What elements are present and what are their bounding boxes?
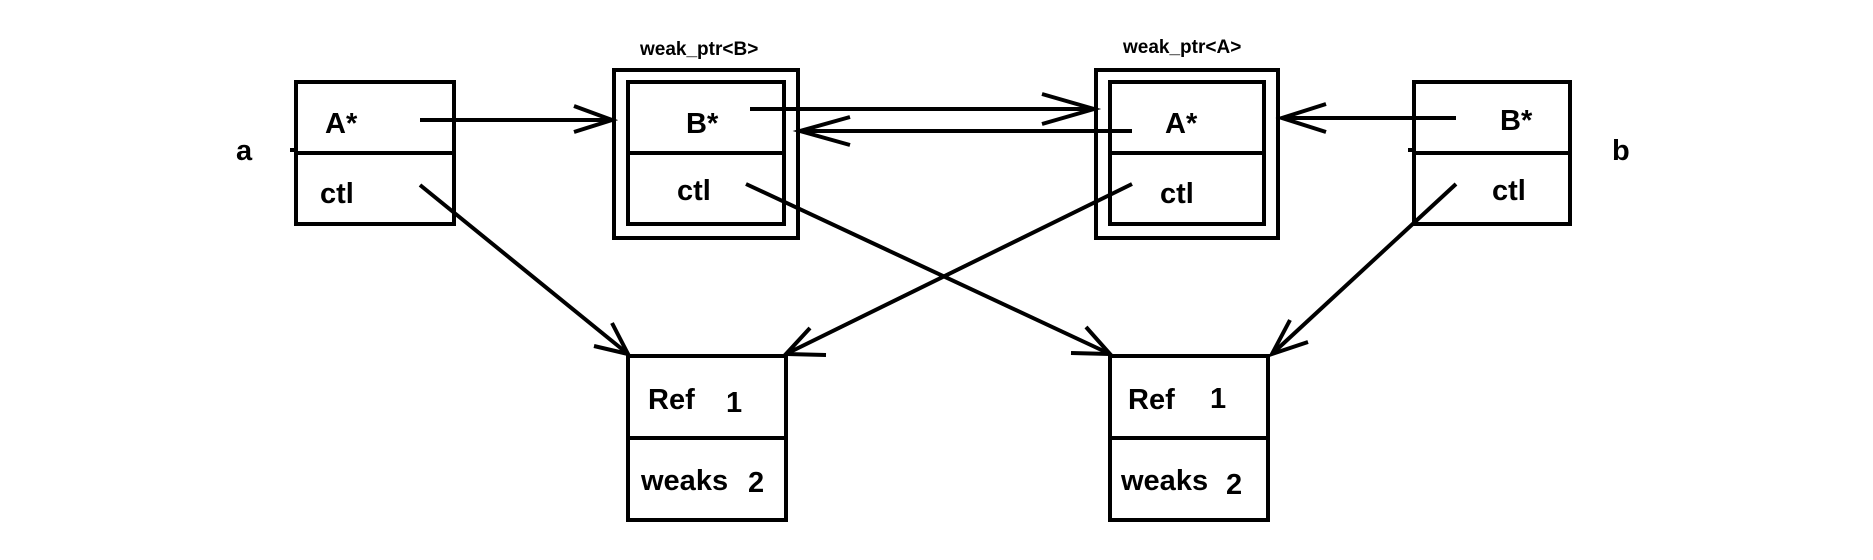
weak-ptr-b-ctl-label: ctl (677, 175, 711, 207)
shared-ptr-a-ctl-label: ctl (320, 178, 354, 210)
variable-b-label: b (1612, 135, 1630, 167)
arrow-a-ctl-to-left-control-block (418, 183, 632, 357)
arrow-weak-b-ptr-to-weak-a (750, 92, 1102, 126)
arrow-b-ptr-to-weak-a (1275, 102, 1456, 134)
variable-a-label: a (236, 135, 253, 167)
weak-ptr-a-ctl-label: ctl (1160, 178, 1194, 210)
control-block-right-weaks-label: weaks (1120, 465, 1208, 497)
shared-ptr-a-pointer-label: A* (325, 108, 358, 140)
arrow-a-ptr-to-weak-b (420, 104, 619, 134)
control-block-right-weaks-count: 2 (1226, 469, 1242, 501)
control-block-left-weaks-label: weaks (640, 465, 728, 497)
shared-ptr-b-box: B* ctl (1412, 80, 1572, 226)
arrow-weak-a-ptr-to-weak-b (792, 115, 1132, 147)
arrow-b-ctl-to-right-control-block (1267, 182, 1458, 358)
weak-ptr-b-pointer-label: B* (686, 108, 719, 140)
control-block-right-ref-label: Ref (1128, 384, 1175, 416)
arrow-weak-a-ctl-to-left-control-block (781, 182, 1133, 357)
weak-ptr-a-title: weak_ptr<A> (1122, 37, 1241, 58)
shared-ptr-a-box: A* ctl (294, 80, 456, 226)
control-block-left-ref-label: Ref (648, 384, 695, 416)
control-block-right-ref-count: 1 (1210, 383, 1226, 415)
control-block-right: Ref 1 weaks 2 (1108, 354, 1270, 522)
weak-ptr-b-box: weak_ptr<B> B* ctl (612, 39, 800, 240)
arrow-weak-b-ctl-to-right-control-block (745, 182, 1115, 357)
control-block-left-ref-count: 1 (726, 387, 742, 419)
weak-ptr-b-title: weak_ptr<B> (639, 39, 758, 60)
shared-ptr-b-pointer-label: B* (1500, 105, 1533, 137)
control-block-left: Ref 1 weaks 2 (626, 354, 788, 522)
shared-ptr-b-ctl-label: ctl (1492, 175, 1526, 207)
weak-ptr-a-box: weak_ptr<A> A* ctl (1094, 37, 1280, 240)
control-block-left-weaks-count: 2 (748, 467, 764, 499)
weak-ptr-a-pointer-label: A* (1165, 108, 1198, 140)
